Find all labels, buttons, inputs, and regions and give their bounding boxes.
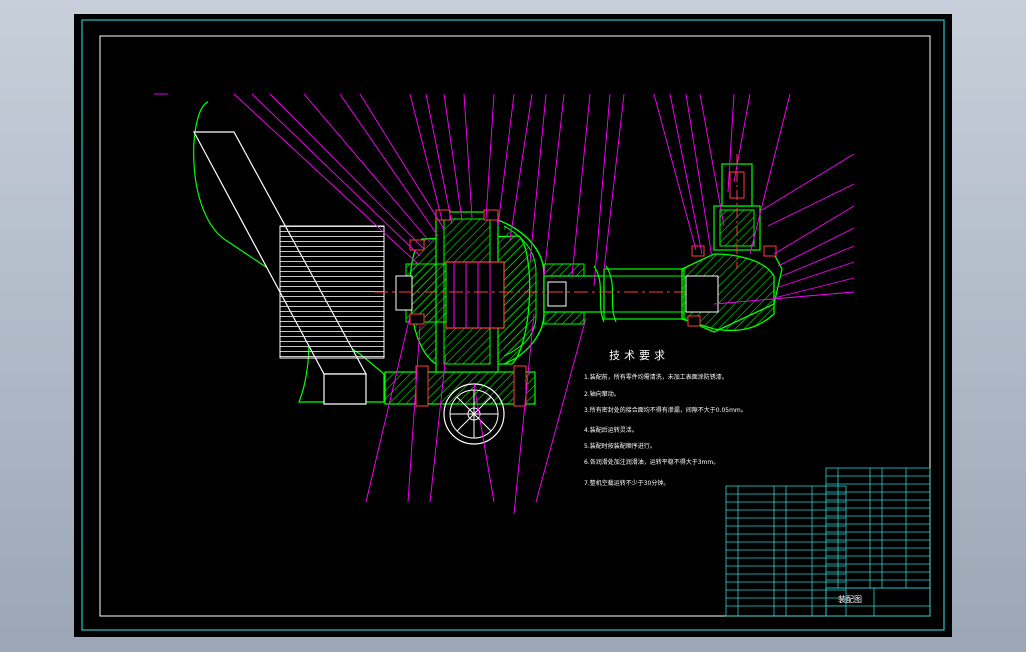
tech-req-item-1: 1.装配前，所有零件均需清洗，未加工表面涂防锈漆。 <box>584 373 728 381</box>
cad-viewport[interactable]: 技术要求 1.装配前，所有零件均需清洗，未加工表面涂防锈漆。 2.轴向窜动。 3… <box>74 14 952 637</box>
tech-req-item-3: 3.所有密封处的接合面均不得有渗漏，间隙不大于0.05mm。 <box>584 406 747 414</box>
base-frame <box>192 101 385 405</box>
tech-req-item-5: 5.装配时按装配顺序进行。 <box>584 442 656 450</box>
leader-lines <box>154 93 855 515</box>
technical-requirements: 技术要求 1.装配前，所有零件均需清洗，未加工表面涂防锈漆。 2.轴向窜动。 3… <box>584 349 747 487</box>
parts-list-rows <box>726 475 930 607</box>
drawing-border-inner <box>99 35 931 617</box>
gearbox-elbow <box>681 154 783 333</box>
tech-req-heading: 技术要求 <box>609 349 669 362</box>
tech-req-item-2: 2.轴向窜动。 <box>584 390 620 398</box>
tech-req-item-4: 4.装配后运转灵活。 <box>584 426 638 434</box>
parts-list-columns <box>737 468 907 616</box>
handwheel <box>443 383 505 445</box>
title-block <box>725 467 931 617</box>
drawing-border-outer <box>81 19 945 631</box>
title-block-name: 装配图 <box>838 594 862 604</box>
tech-req-item-6: 6.各润滑处加注润滑油，运转平稳不得大于3mm。 <box>584 458 719 466</box>
tech-req-item-7: 7.整机空载运转不少于30分钟。 <box>584 479 669 487</box>
assembly-drawing: 技术要求 1.装配前，所有零件均需清洗，未加工表面涂防锈漆。 2.轴向窜动。 3… <box>81 19 945 631</box>
